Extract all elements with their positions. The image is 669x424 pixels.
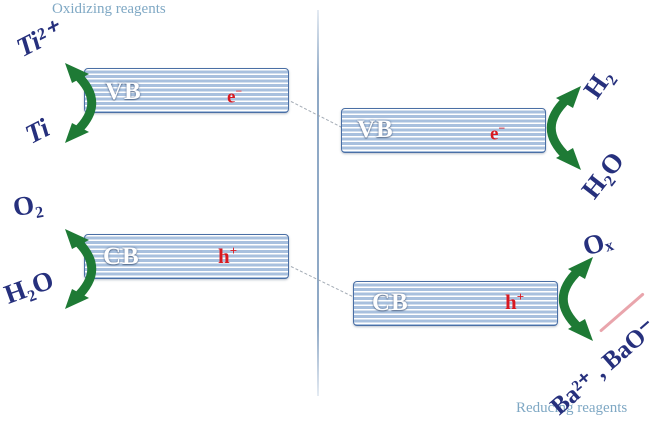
band-left-cb	[84, 234, 289, 279]
arrow-left-upper	[65, 63, 97, 143]
vertical-divider	[317, 10, 319, 396]
arrow-right-upper	[546, 86, 581, 170]
species-o2: O₂	[10, 187, 45, 223]
band-right-cb	[353, 281, 558, 326]
connector-upper-dashed	[290, 101, 347, 131]
band-right-vb	[341, 108, 546, 153]
caption-oxidizing-reagents: Oxidizing reagents	[52, 1, 166, 17]
species-h2o-left: H₂O	[0, 264, 58, 310]
arrow-right-lower	[558, 257, 593, 341]
species-ti: Ti	[20, 112, 55, 150]
arrow-left-lower	[65, 229, 97, 309]
caption-reducing-reagents: Reducing reagents	[516, 400, 628, 416]
band-left-vb	[84, 68, 289, 113]
connector-lower-dashed	[290, 266, 362, 302]
